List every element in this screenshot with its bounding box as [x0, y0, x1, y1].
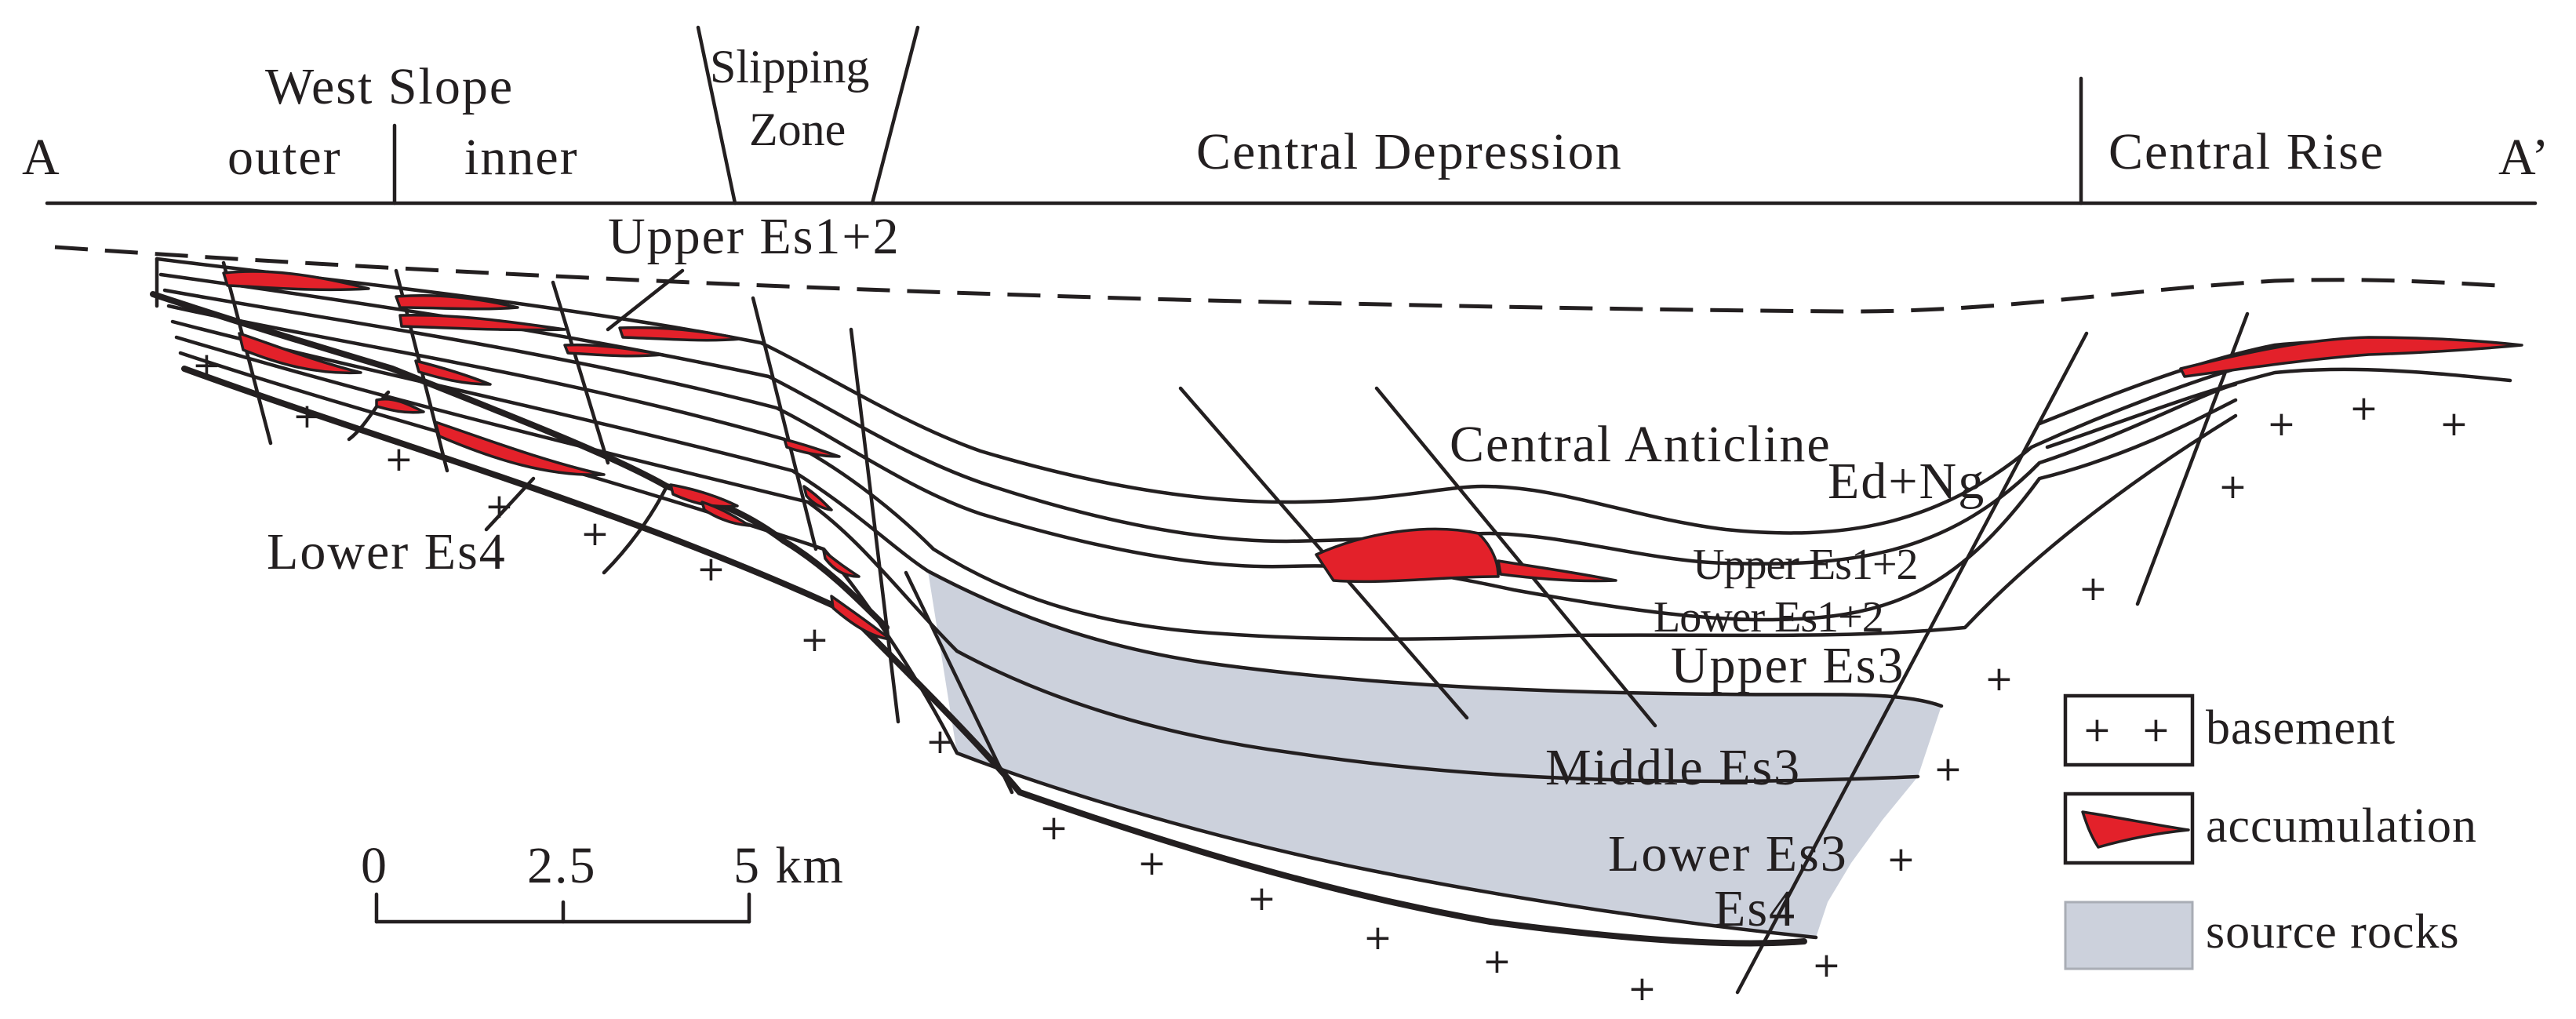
svg-text:+: + [2141, 710, 2170, 750]
svg-text:+: + [384, 439, 413, 479]
source-rock-interval [928, 571, 1941, 937]
scale-tick-0: 0 [361, 837, 388, 894]
basement-crosses: + + + + + + + + + + + + + + + + + + + + … [192, 345, 2469, 1009]
annotation-upper-es3: Upper Es3 [1671, 637, 1905, 694]
svg-text:+: + [1934, 749, 1963, 789]
zone-central-rise-label: Central Rise [2108, 123, 2385, 180]
svg-text:+: + [697, 549, 726, 589]
svg-text:+: + [1039, 808, 1068, 848]
svg-text:+: + [1137, 843, 1166, 883]
svg-text:+: + [800, 620, 829, 660]
annotation-middle-es3: Middle Es3 [1545, 739, 1801, 796]
legend-source-rocks-swatch [2064, 901, 2194, 970]
slipping-zone-right-boundary [870, 25, 920, 206]
legend: + + basement accumulation source rocks [2063, 693, 2477, 970]
legend-accumulation-swatch [2063, 792, 2195, 865]
annotation-lower-es4: Lower Es4 [267, 523, 507, 580]
scale-tick-mid: 2.5 [527, 837, 597, 894]
svg-text:+: + [1628, 969, 1657, 1009]
annotation-es4: Es4 [1714, 880, 1796, 937]
svg-text:+: + [1812, 945, 1841, 985]
svg-text:+: + [2440, 404, 2469, 444]
annotation-lower-es12: Lower Es1+2 [1654, 593, 1883, 642]
legend-basement-label: basement [2206, 701, 2396, 755]
section-end-label: A’ [2498, 129, 2550, 186]
annotation-central-anticline: Central Anticline [1450, 416, 1832, 473]
annotation-upper-es12: Upper Es1+2 [1693, 540, 1918, 589]
svg-text:+: + [1363, 918, 1392, 958]
svg-text:+: + [1247, 879, 1276, 919]
fault-lines [155, 257, 2250, 995]
zone-slipping-label-line2: Zone [749, 104, 846, 155]
legend-source-rocks-label: source rocks [2206, 905, 2460, 959]
scale-tick-end: 5 km [733, 837, 845, 894]
lower-es4-leader [484, 476, 536, 532]
svg-text:+: + [1483, 941, 1512, 981]
slipping-zone-left-boundary [696, 25, 737, 206]
svg-text:+: + [580, 514, 609, 554]
annotation-upper-es12-top: Upper Es1+2 [608, 208, 901, 265]
svg-text:+: + [2218, 467, 2247, 507]
scale-bar: 0 2.5 5 km [361, 837, 845, 924]
regional-unconformity [54, 245, 2511, 314]
svg-text:+: + [293, 396, 322, 436]
annotation-lower-es3: Lower Es3 [1608, 825, 1848, 883]
legend-basement-swatch [2063, 693, 2195, 767]
svg-text:+: + [192, 345, 221, 385]
hydrocarbon-accumulations [222, 270, 2523, 641]
section-start-label: A [22, 129, 61, 186]
zone-slipping-label-line1: Slipping [710, 41, 869, 93]
svg-text:+: + [2083, 710, 2112, 750]
zone-inner-label: inner [464, 129, 579, 186]
svg-text:+: + [2349, 388, 2378, 428]
zone-outer-label: outer [227, 129, 342, 186]
zone-west-slope-label: West Slope [265, 58, 514, 115]
svg-text:+: + [1985, 659, 2014, 699]
svg-text:+: + [1887, 839, 1916, 879]
svg-text:+: + [2079, 569, 2108, 609]
annotation-ed-ng: Ed+Ng [1828, 453, 1985, 510]
upper-es12-top-leader [606, 268, 685, 332]
zone-central-depression-label: Central Depression [1196, 123, 1623, 180]
svg-text:+: + [2267, 404, 2296, 444]
legend-accumulation-label: accumulation [2206, 799, 2477, 853]
svg-text:+: + [926, 722, 955, 762]
